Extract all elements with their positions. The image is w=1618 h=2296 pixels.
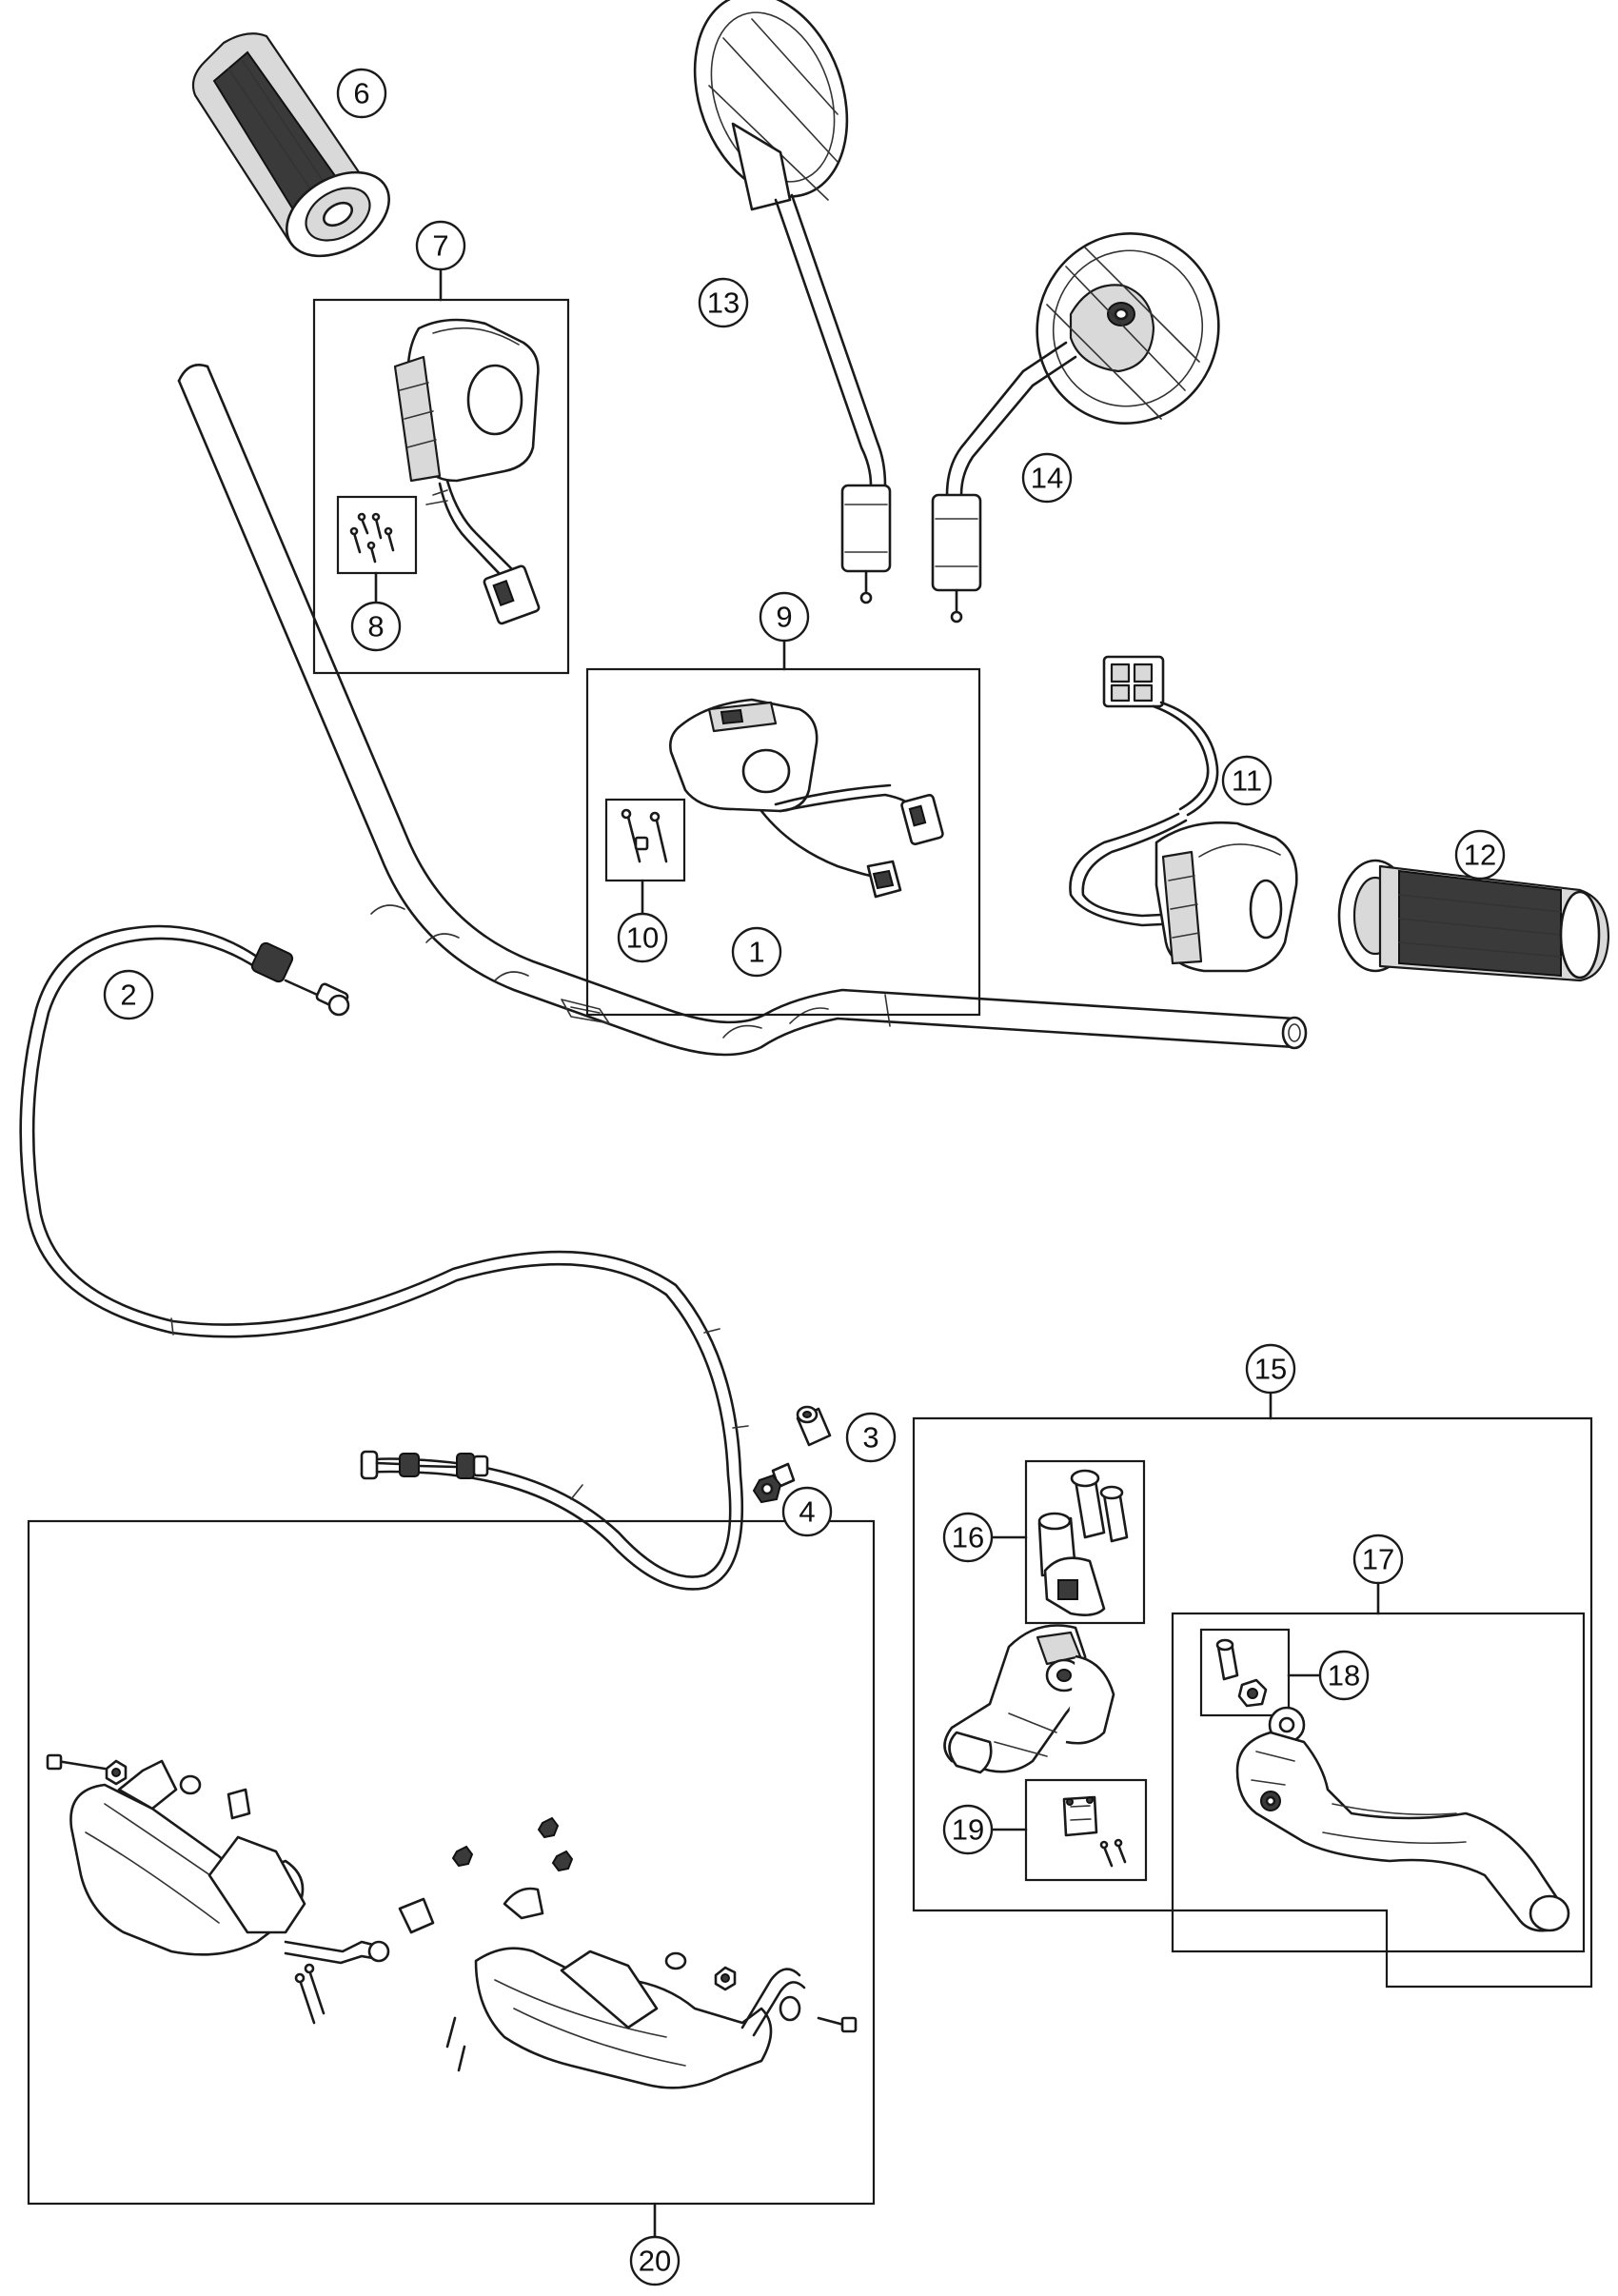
group-box-clamp-kit (1024, 1459, 1146, 1625)
callout-number: 9 (776, 601, 792, 634)
callout-7[interactable]: 7 (415, 220, 466, 271)
callout-number: 7 (432, 229, 448, 263)
callout-12[interactable]: 12 (1454, 829, 1506, 881)
callout-number: 18 (1328, 1659, 1360, 1692)
part-adjuster-nut[interactable] (752, 1462, 796, 1504)
callout-number: 11 (1232, 764, 1262, 798)
part-clamp-kit[interactable] (1037, 1469, 1129, 1616)
callout-number: 15 (1254, 1353, 1287, 1386)
callout-number: 8 (367, 610, 384, 643)
callout-14[interactable]: 14 (1021, 452, 1073, 504)
callout-18[interactable]: 18 (1318, 1650, 1370, 1701)
group-box-master-cylinder (912, 1416, 1593, 1989)
callout-4[interactable]: 4 (781, 1486, 833, 1537)
callout-number: 1 (748, 936, 764, 969)
part-handlebar[interactable] (177, 364, 1308, 1057)
part-switch-fastener-kit[interactable] (621, 808, 668, 863)
callout-16[interactable]: 16 (942, 1512, 994, 1563)
part-right-mirror[interactable] (931, 213, 1240, 623)
callout-17[interactable]: 17 (1352, 1534, 1404, 1585)
callout-number: 16 (952, 1521, 984, 1554)
callout-3[interactable]: 3 (845, 1412, 897, 1463)
callout-number: 10 (626, 921, 659, 955)
callout-number: 20 (639, 2245, 671, 2278)
part-clamp-screw-kit[interactable] (1062, 1795, 1127, 1868)
callout-number: 2 (120, 979, 136, 1012)
callout-10[interactable]: 10 (617, 912, 668, 963)
group-box-fastener-kit (604, 798, 686, 882)
callout-11[interactable]: 11 (1221, 755, 1273, 806)
part-handguard-kit[interactable] (46, 1753, 858, 2089)
callout-number: 13 (707, 287, 740, 320)
callout-2[interactable]: 2 (103, 969, 154, 1020)
callout-number: 4 (799, 1495, 815, 1529)
callout-number: 6 (353, 77, 369, 110)
part-throttle-cable[interactable] (19, 924, 749, 1591)
part-clutch-master-cylinder[interactable] (943, 1624, 1115, 1774)
part-clutch-lever[interactable] (1235, 1706, 1570, 1932)
part-lever-repair-kit[interactable] (1215, 1638, 1268, 1708)
group-box-repair-kit (1199, 1628, 1291, 1717)
callout-15[interactable]: 15 (1245, 1343, 1296, 1395)
callout-number: 14 (1031, 462, 1063, 495)
part-right-grip[interactable] (1337, 859, 1610, 982)
callout-8[interactable]: 8 (350, 601, 402, 652)
callout-number: 19 (952, 1813, 984, 1847)
callout-number: 12 (1464, 839, 1496, 872)
part-switch-screw-kit[interactable] (349, 512, 395, 564)
callout-6[interactable]: 6 (336, 68, 387, 119)
group-box-screw-kit (336, 495, 418, 575)
callout-20[interactable]: 20 (629, 2235, 681, 2286)
callout-9[interactable]: 9 (759, 591, 810, 643)
callout-number: 17 (1362, 1543, 1394, 1576)
part-left-grip[interactable] (191, 32, 404, 273)
part-adjuster-sleeve[interactable] (796, 1405, 832, 1447)
part-left-switch-assembly[interactable] (393, 318, 541, 625)
part-right-switch[interactable] (1069, 655, 1298, 973)
callout-19[interactable]: 19 (942, 1804, 994, 1855)
callout-13[interactable]: 13 (698, 277, 749, 328)
part-left-mirror[interactable] (668, 0, 892, 604)
part-combination-switch[interactable] (669, 698, 944, 899)
callout-number: 3 (862, 1421, 878, 1455)
callout-1[interactable]: 1 (731, 926, 782, 978)
group-box-handguard-kit (27, 1519, 876, 2206)
